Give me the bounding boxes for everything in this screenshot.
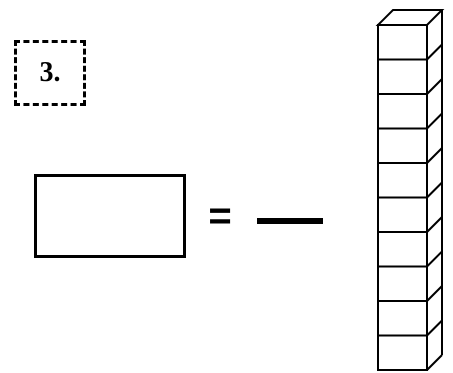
cube-divider-side [426,216,443,233]
cube-divider-side [426,147,443,164]
cube-divider-side [426,285,443,302]
equals-sign: = [208,194,232,238]
rod-top-face [375,9,445,26]
problem-number: 3. [14,40,86,106]
cube-divider-side [426,112,443,130]
cube-divider-side [426,43,443,61]
ten-rod-figure [375,9,445,371]
cube-divider-side [426,78,443,95]
answer-box[interactable] [34,174,186,258]
cube-divider-side [426,319,443,337]
cube-divider-side [426,181,443,199]
problem-number-label: 3. [39,57,61,88]
answer-blank-line[interactable] [257,218,323,224]
cube-divider-side [426,250,443,268]
rod-side-bottom-edge [426,354,443,371]
